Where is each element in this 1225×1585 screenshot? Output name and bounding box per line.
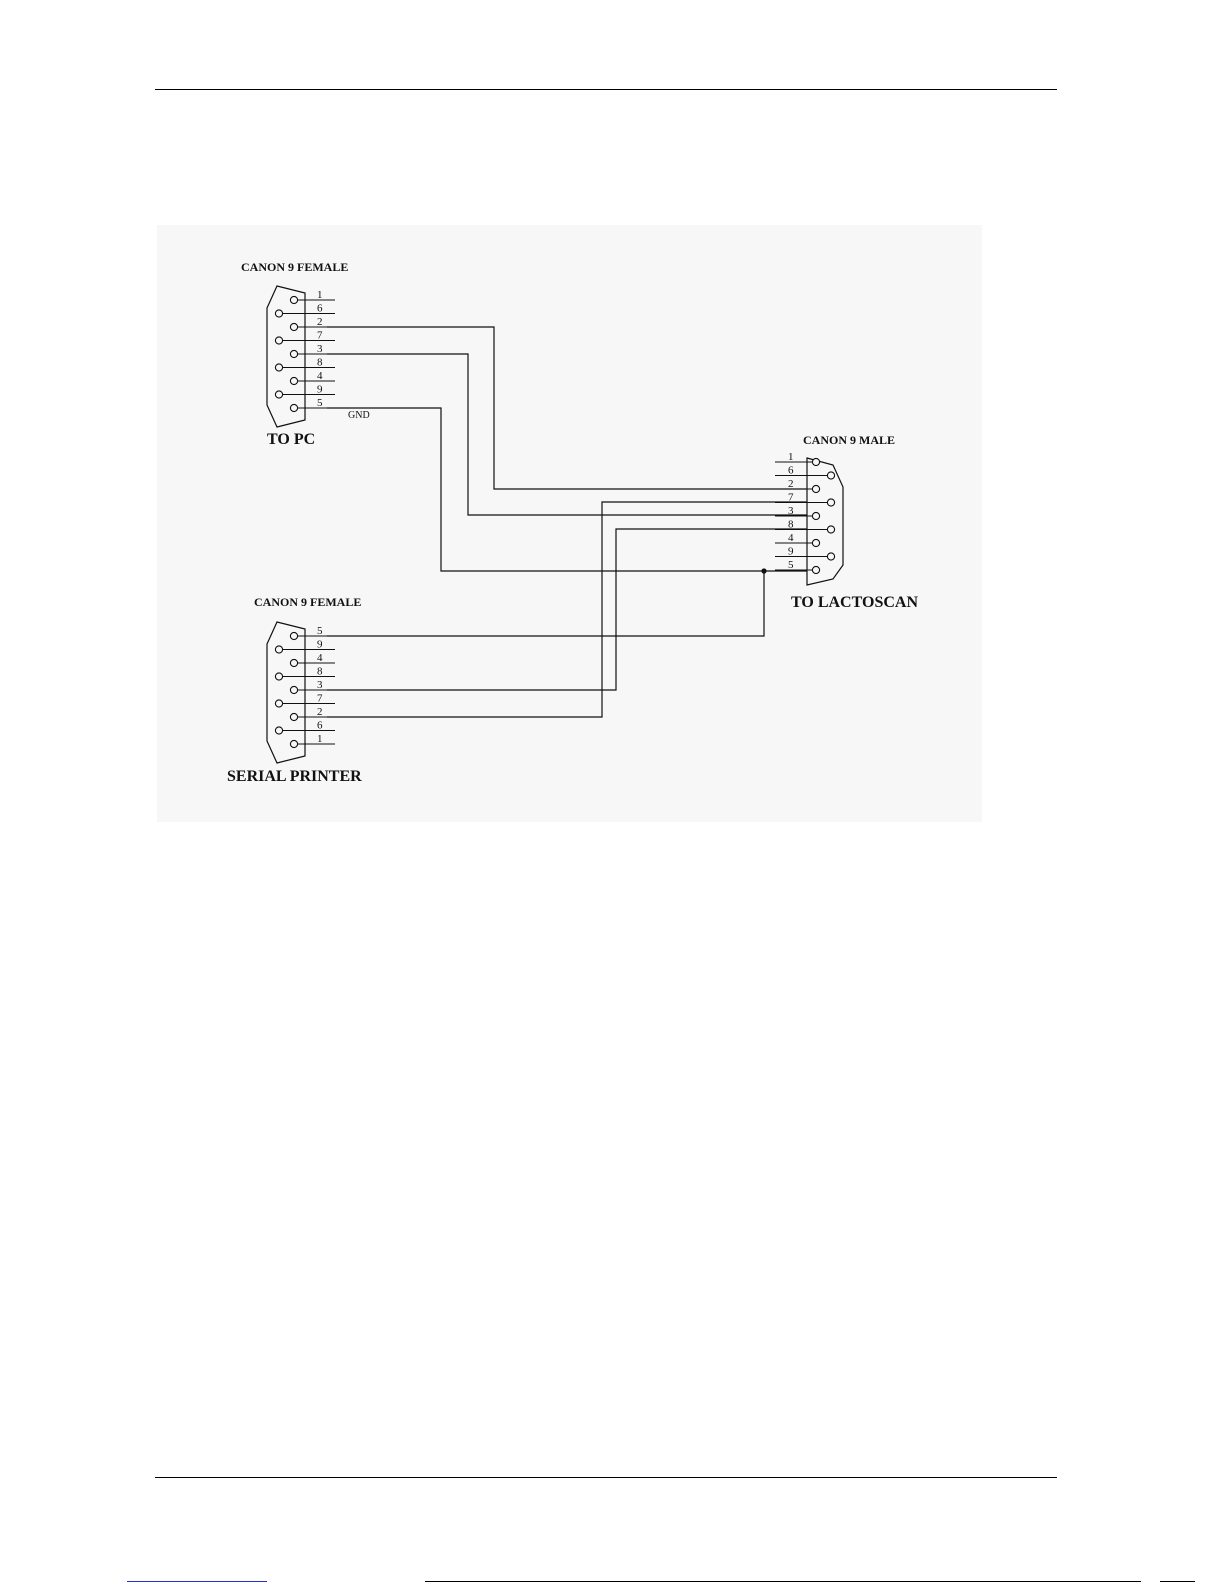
- svg-text:3: 3: [317, 679, 323, 691]
- svg-text:2: 2: [317, 316, 323, 328]
- svg-text:1: 1: [788, 451, 794, 463]
- svg-text:4: 4: [317, 370, 323, 382]
- header-rule: [155, 89, 1057, 90]
- footer-rule: [155, 1477, 1057, 1478]
- lactoscan-connector-title: CANON 9 MALE: [803, 433, 895, 447]
- svg-text:3: 3: [317, 343, 323, 355]
- svg-text:7: 7: [317, 693, 323, 705]
- svg-text:5: 5: [788, 559, 794, 571]
- printer-connector-title: CANON 9 FEMALE: [254, 595, 361, 609]
- footer-link-underline: [127, 1581, 267, 1582]
- svg-text:6: 6: [317, 720, 323, 732]
- junction-dot: [761, 568, 766, 573]
- svg-text:9: 9: [317, 639, 323, 651]
- svg-text:8: 8: [317, 357, 323, 369]
- printer-connector-label: SERIAL PRINTER: [227, 768, 362, 785]
- svg-text:2: 2: [788, 478, 794, 490]
- svg-text:8: 8: [317, 666, 323, 678]
- lactoscan-connector-label: TO LACTOSCAN: [791, 594, 918, 611]
- svg-text:7: 7: [317, 330, 323, 342]
- pc-connector-label: TO PC: [267, 431, 315, 448]
- footer-line: [425, 1581, 1141, 1582]
- svg-text:9: 9: [788, 546, 794, 558]
- svg-text:6: 6: [317, 303, 323, 315]
- svg-text:5: 5: [317, 625, 323, 637]
- svg-text:5: 5: [317, 397, 323, 409]
- footer-line-right: [1160, 1581, 1195, 1582]
- svg-text:6: 6: [788, 465, 794, 477]
- svg-text:1: 1: [317, 289, 323, 301]
- svg-text:2: 2: [317, 706, 323, 718]
- gnd-label: GND: [348, 410, 370, 421]
- pc-connector-title: CANON 9 FEMALE: [241, 260, 348, 274]
- svg-text:4: 4: [317, 652, 323, 664]
- svg-text:1: 1: [317, 733, 323, 745]
- svg-text:9: 9: [317, 384, 323, 396]
- svg-text:4: 4: [788, 532, 794, 544]
